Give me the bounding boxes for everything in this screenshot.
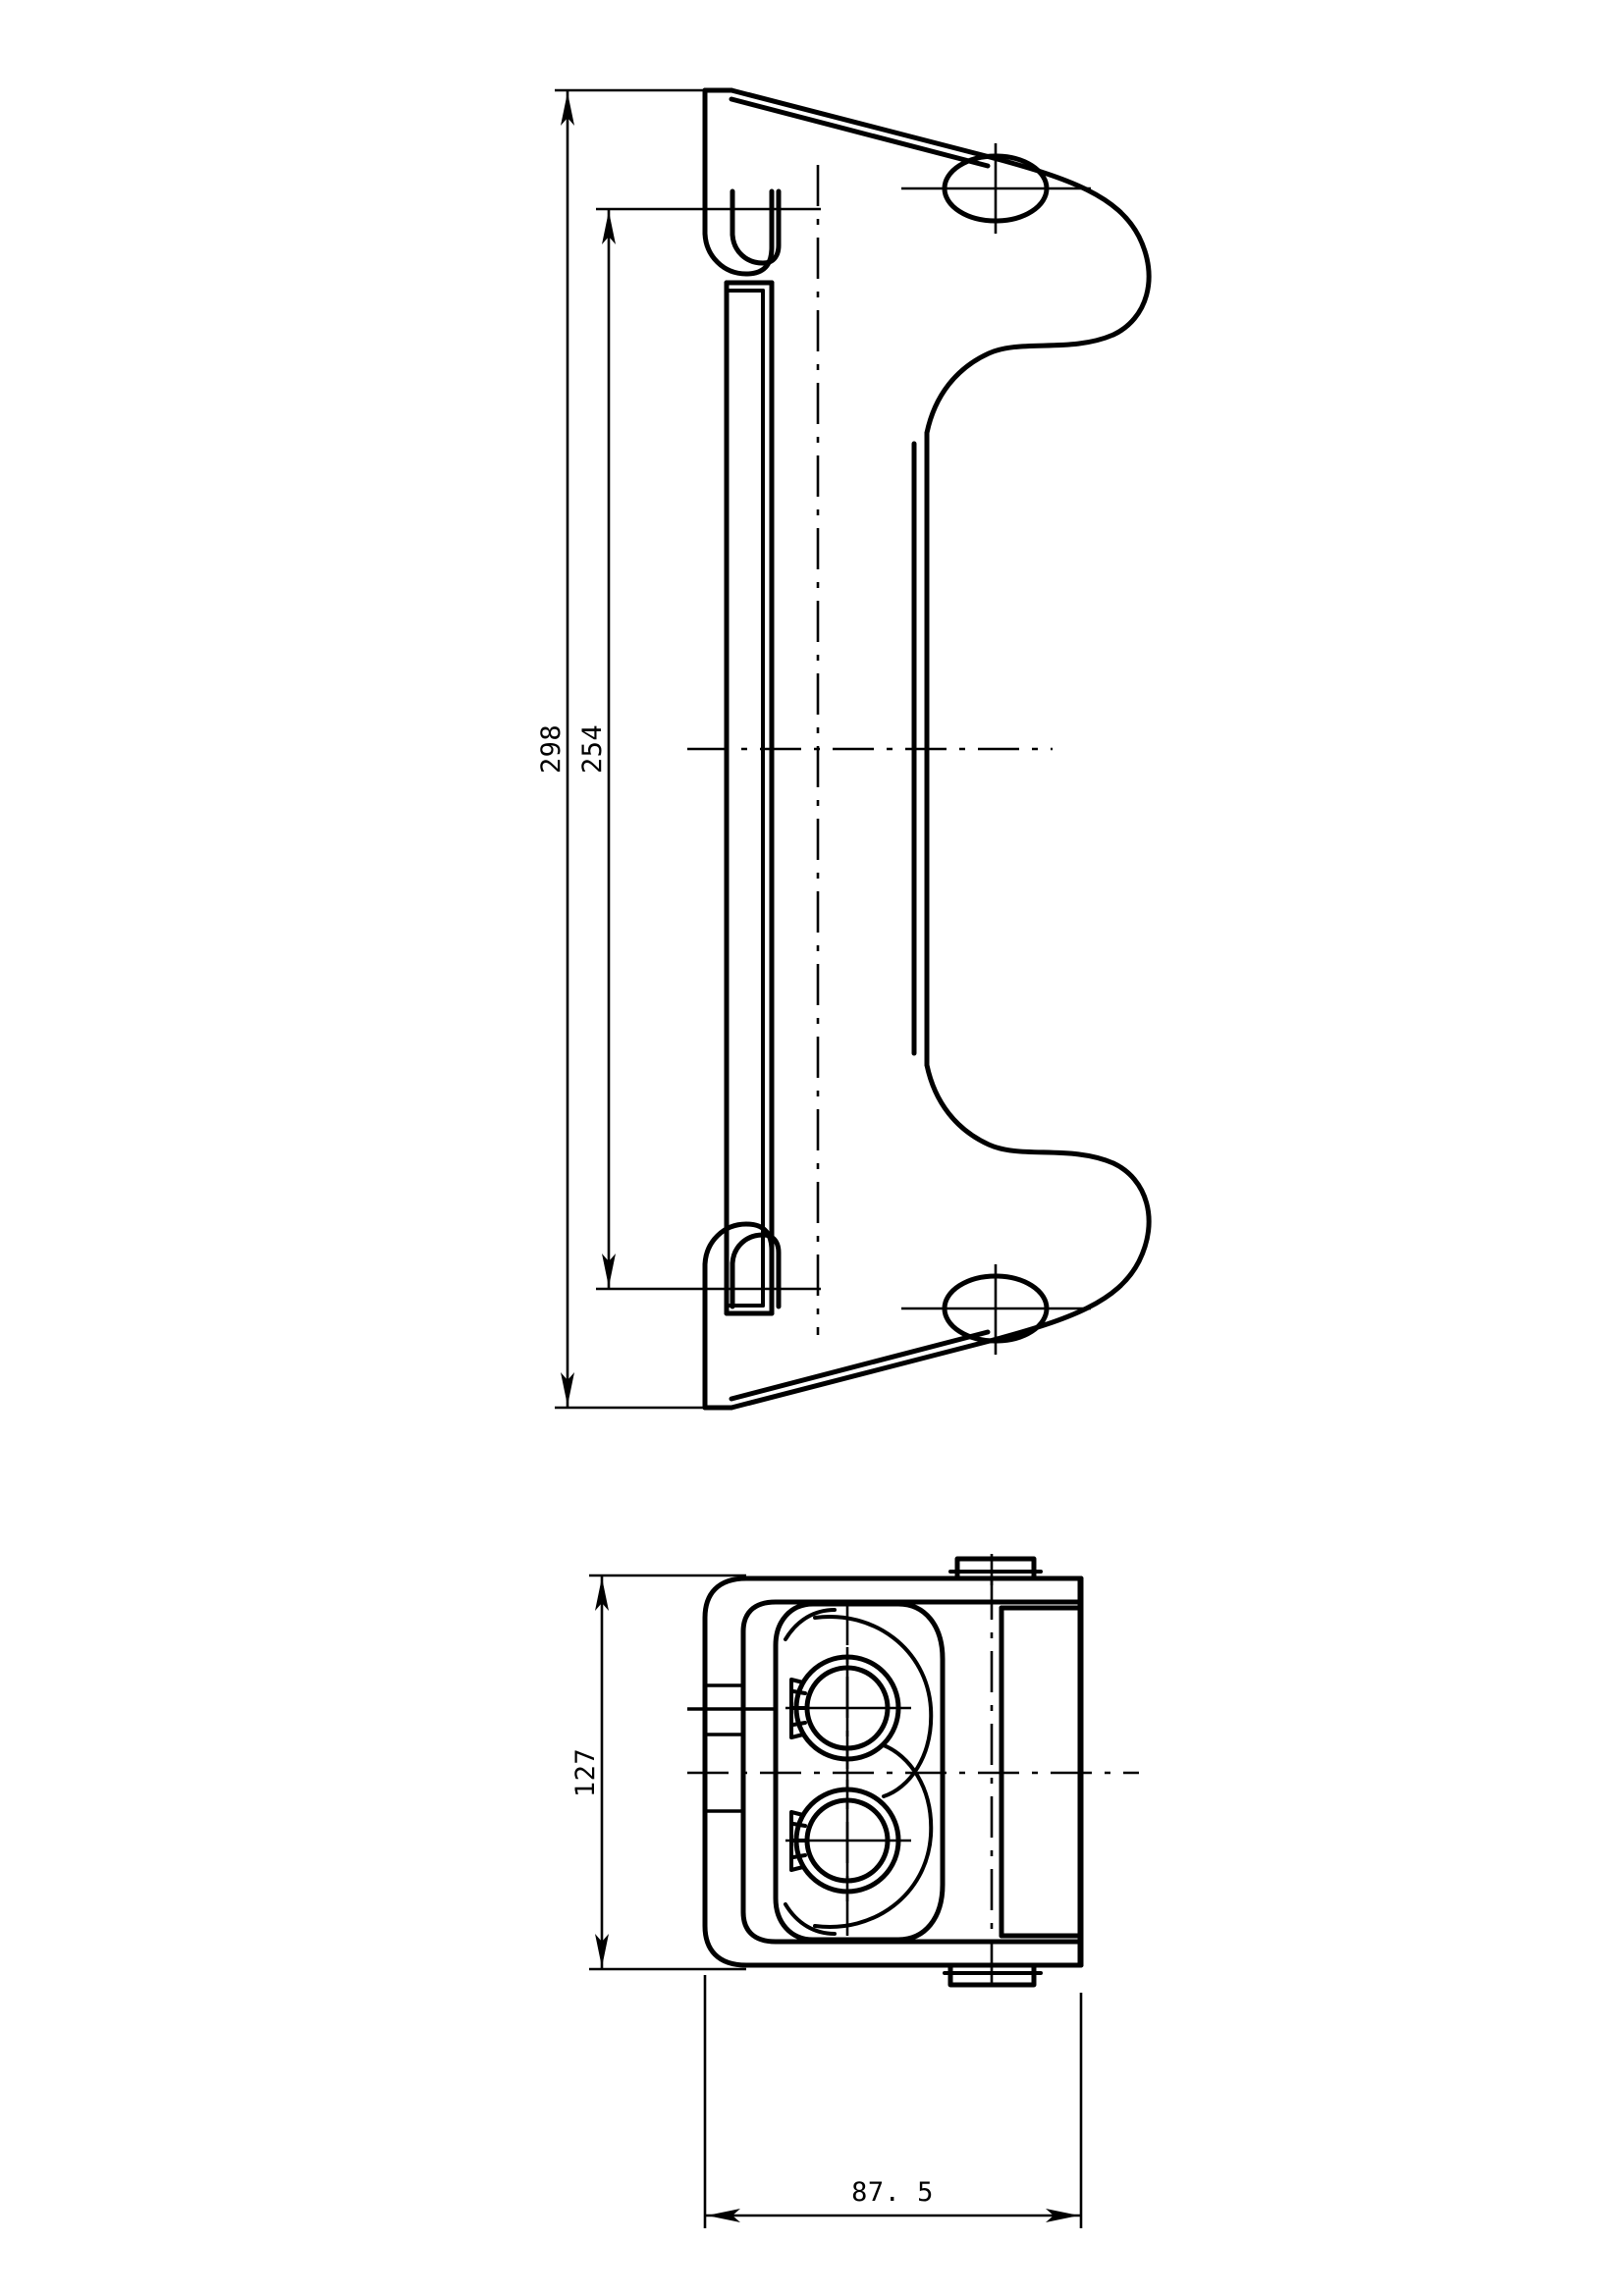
lower-notch-outer-arc — [702, 1221, 775, 1309]
dim-127-label: 127 — [570, 1748, 601, 1797]
dimension-87-5: 87. 5 — [703, 1975, 1083, 2228]
side-top-tab — [948, 1556, 1043, 1581]
bottom-slope-edge — [729, 1337, 997, 1411]
dim-298-arrow-top — [561, 92, 574, 126]
upper-bore-shadow-arc — [813, 1615, 934, 1798]
top-slope-edge-inner — [729, 96, 991, 169]
side-hidden-edge-ticks — [687, 1683, 776, 1813]
top-tab-rect — [954, 1556, 1037, 1581]
dim-875-label: 87. 5 — [851, 2177, 934, 2208]
top-slope-edge — [729, 87, 997, 161]
bottom-slope-edge-inner — [729, 1329, 991, 1402]
dim-875-arrow-left — [707, 2209, 740, 2222]
lower-hole-centerlines — [901, 1264, 1091, 1355]
front-view: 298 254 — [536, 87, 1152, 1411]
dim-127-arrow-bottom — [595, 1934, 609, 1967]
dim-254-arrow-top — [602, 211, 616, 244]
dim-127-arrow-top — [595, 1577, 609, 1611]
dim-254-label: 254 — [577, 724, 608, 774]
lower-notch-inner-arc — [730, 1232, 782, 1309]
front-view-upper-notch — [702, 188, 782, 277]
upper-boss-return-arc — [924, 332, 1116, 436]
lower-bore-shadow-arc — [813, 1743, 934, 1929]
bottom-tab-rect — [947, 1962, 1037, 1988]
dim-298-label: 298 — [536, 724, 567, 774]
dim-298-arrow-bottom — [561, 1372, 574, 1406]
upper-hole-centerlines — [901, 143, 1091, 234]
lower-boss-return-arc — [924, 1062, 1116, 1166]
upper-bore-lip-arc — [784, 1608, 837, 1641]
lower-circlip-tooth-3 — [791, 1853, 807, 1859]
front-view-lower-notch — [702, 1221, 782, 1309]
dim-254-arrow-bottom — [602, 1254, 616, 1287]
dim-875-arrow-right — [1046, 2209, 1079, 2222]
front-view-plate-ribs — [724, 280, 775, 1316]
side-view: 127 87. 5 — [570, 1554, 1139, 2228]
upper-notch-outer-arc — [702, 188, 775, 277]
upper-boss-outer-arc — [991, 155, 1152, 338]
upper-circlip-tooth-3 — [791, 1721, 807, 1727]
dimension-127: 127 — [570, 1574, 746, 1971]
side-lower-bore — [784, 1743, 934, 1936]
lower-bore-lip-arc — [784, 1902, 837, 1936]
lower-circlip-tooth-1 — [791, 1822, 807, 1828]
side-upper-bore — [784, 1608, 934, 1798]
dimension-254: 254 — [577, 207, 821, 1291]
side-bore-pad — [773, 1601, 946, 1943]
upper-notch-inner-arc — [730, 188, 782, 266]
lower-boss-outer-arc — [991, 1160, 1152, 1343]
dimension-298: 298 — [536, 88, 731, 1410]
upper-circlip-tooth-1 — [791, 1689, 807, 1695]
side-inner-body — [740, 1599, 1083, 1945]
